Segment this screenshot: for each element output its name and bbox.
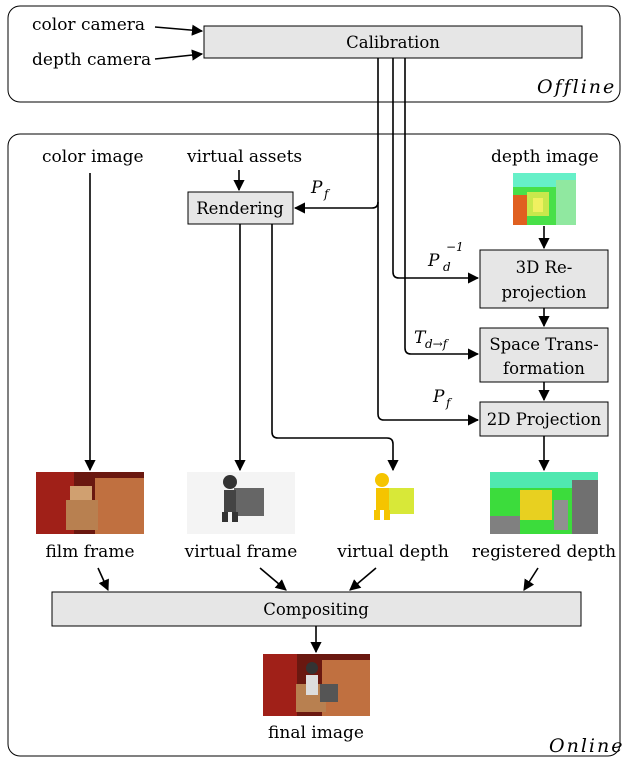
param-t-sub: d→f [425, 337, 450, 351]
projection-2d-label: 2D Projection [487, 410, 602, 429]
offline-region [7, 5, 621, 103]
final-image [263, 654, 370, 716]
calibration-label: Calibration [346, 33, 440, 52]
online-region [7, 133, 621, 757]
rendering-to-virtual-depth-arrow [271, 224, 399, 472]
color-image-label: color image [42, 147, 144, 167]
depth-image-label: depth image [491, 147, 599, 167]
virtual-depth-image [340, 472, 448, 534]
final-image-label: final image [268, 723, 364, 743]
param-pf-projection-sub: f [445, 396, 453, 410]
space-transformation-label-line2: formation [503, 359, 585, 378]
virtual-depth-to-compositing-arrow [349, 567, 377, 591]
param-pd-inverse-base: P [427, 251, 440, 271]
param-t-base: T [414, 328, 427, 348]
film-to-compositing-arrow [97, 567, 109, 592]
param-pf-projection: P f [432, 387, 453, 410]
param-pd-inverse-sup: −1 [446, 240, 464, 254]
space-transformation-box [479, 327, 609, 383]
rendering-box [187, 191, 294, 225]
virtual-depth-label: virtual depth [336, 542, 449, 562]
color-camera-label: color camera [32, 15, 145, 35]
registered-depth-to-compositing-arrow [523, 567, 539, 591]
projection-2d-box [479, 401, 609, 437]
online-region-label: Online [549, 735, 623, 757]
calibration-to-rendering-arrow [293, 58, 379, 214]
registered-depth-label: registered depth [472, 542, 616, 562]
film-frame-label: film frame [45, 542, 134, 562]
film-frame-image [36, 472, 144, 534]
param-pf-projection-base: P [432, 387, 445, 407]
virtual-frame-label: virtual frame [184, 542, 298, 562]
param-pf-rendering: P f [310, 178, 331, 201]
registered-depth-image [490, 472, 598, 534]
param-pf-rendering-base: P [310, 178, 323, 198]
param-t-d-to-f: T d→f [414, 328, 450, 351]
calibration-to-projection-line [377, 202, 478, 421]
virtual-frame-to-compositing-arrow [259, 567, 287, 591]
offline-region-label: Offline [537, 76, 616, 98]
virtual-assets-label: virtual assets [186, 147, 302, 167]
color-camera-arrow [154, 24, 204, 36]
reprojection-label-line1: 3D Re- [516, 258, 573, 277]
param-pd-inverse: P d −1 [427, 240, 464, 274]
reprojection-label-line2: projection [502, 283, 587, 302]
param-pd-inverse-sub: d [443, 260, 451, 274]
space-transformation-label-line1: Space Trans- [489, 335, 598, 354]
calibration-to-reprojection-arrow [392, 58, 480, 284]
calibration-to-transformation-arrow [404, 58, 480, 360]
param-pf-rendering-sub: f [323, 187, 331, 201]
virtual-frame-image [187, 472, 295, 534]
depth-camera-label: depth camera [32, 50, 151, 70]
depth-image-thumbnail [513, 173, 576, 225]
compositing-label: Compositing [263, 600, 369, 619]
depth-camera-arrow [154, 49, 204, 61]
rendering-label: Rendering [196, 199, 284, 218]
